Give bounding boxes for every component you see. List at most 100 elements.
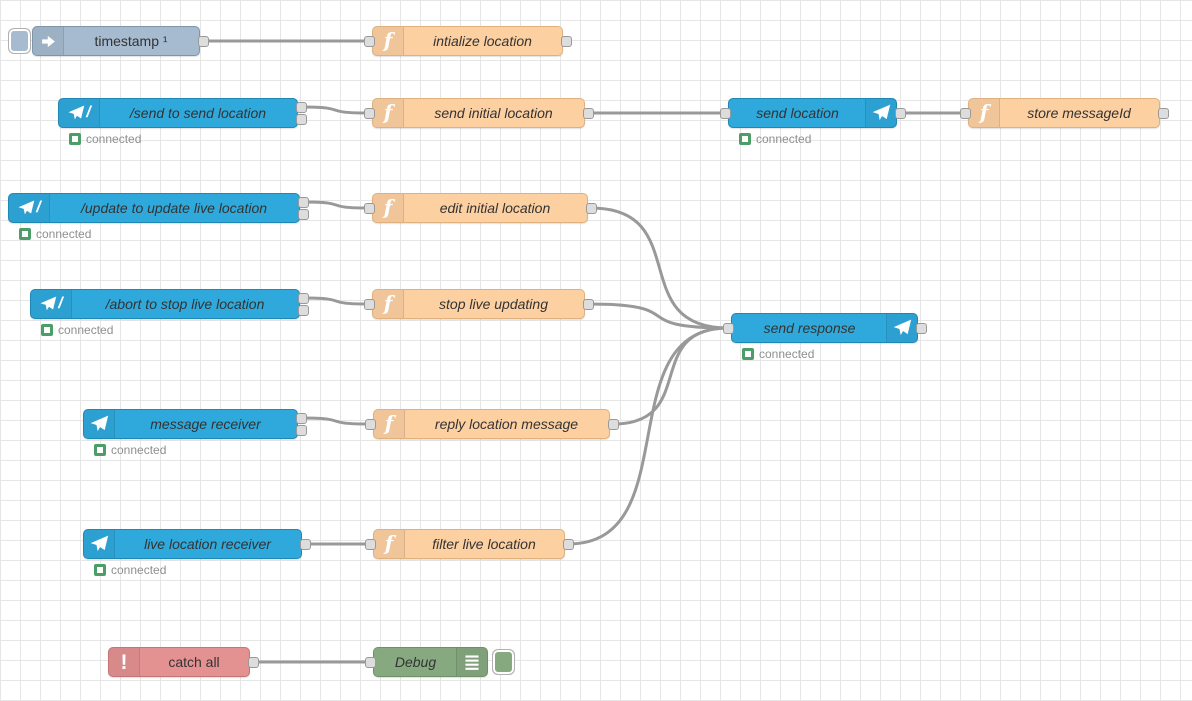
port-input[interactable] bbox=[363, 107, 375, 119]
node-label: store messageId bbox=[1027, 105, 1131, 121]
status-indicator: connected bbox=[69, 132, 141, 146]
port-input[interactable] bbox=[363, 35, 375, 47]
port-output[interactable] bbox=[1157, 107, 1169, 119]
node-label: /send to send location bbox=[129, 105, 267, 121]
status-text: connected bbox=[111, 563, 167, 577]
port-output[interactable] bbox=[915, 322, 927, 334]
inject-trigger-button[interactable] bbox=[8, 28, 31, 54]
port-input[interactable] bbox=[364, 538, 376, 550]
port-input[interactable] bbox=[364, 656, 376, 668]
debug-list-icon bbox=[456, 648, 487, 676]
node-label: catch all bbox=[168, 654, 220, 670]
port-input[interactable] bbox=[364, 418, 376, 430]
port-output[interactable] bbox=[295, 113, 307, 125]
telegram-plane-slash-icon: / bbox=[31, 290, 72, 318]
node-store-messageid[interactable]: f store messageId bbox=[959, 98, 1169, 128]
node-label: send location bbox=[756, 105, 839, 121]
node-cmd-send[interactable]: / /send to send location bbox=[58, 98, 307, 128]
port-output[interactable] bbox=[295, 424, 307, 436]
port-input[interactable] bbox=[363, 298, 375, 310]
status-text: connected bbox=[58, 323, 114, 337]
port-output[interactable] bbox=[297, 292, 309, 304]
node-label: /update to update live location bbox=[80, 200, 268, 216]
node-label: edit initial location bbox=[439, 200, 551, 216]
port-output[interactable] bbox=[582, 107, 594, 119]
wire[interactable] bbox=[611, 326, 730, 426]
wire[interactable] bbox=[301, 296, 371, 306]
status-indicator: connected bbox=[94, 443, 166, 457]
node-label: message receiver bbox=[150, 416, 261, 432]
port-output[interactable] bbox=[299, 538, 311, 550]
port-output[interactable] bbox=[585, 202, 597, 214]
wire[interactable] bbox=[299, 416, 372, 426]
node-label: intialize location bbox=[433, 33, 532, 49]
wire[interactable] bbox=[299, 105, 371, 115]
status-indicator: connected bbox=[94, 563, 166, 577]
wire[interactable] bbox=[586, 302, 730, 330]
debug-toggle-button[interactable] bbox=[492, 649, 515, 675]
port-output[interactable] bbox=[607, 418, 619, 430]
wire[interactable] bbox=[566, 326, 730, 546]
node-edit-initial[interactable]: f edit initial location bbox=[363, 193, 597, 223]
wire[interactable] bbox=[589, 206, 730, 330]
port-input[interactable] bbox=[363, 202, 375, 214]
exclamation-icon: ! bbox=[109, 648, 140, 676]
function-f-icon: f bbox=[373, 290, 404, 318]
port-output[interactable] bbox=[247, 656, 259, 668]
node-reply-location[interactable]: f reply location message bbox=[364, 409, 619, 439]
port-input[interactable] bbox=[719, 107, 731, 119]
node-live-receiver[interactable]: live location receiver bbox=[83, 529, 311, 559]
function-f-icon: f bbox=[374, 410, 405, 438]
status-indicator: connected bbox=[19, 227, 91, 241]
port-output[interactable] bbox=[297, 196, 309, 208]
node-timestamp[interactable]: timestamp ¹ bbox=[8, 26, 209, 56]
port-output[interactable] bbox=[297, 304, 309, 316]
status-indicator: connected bbox=[739, 132, 811, 146]
function-f-icon: f bbox=[374, 530, 405, 558]
function-f-icon: f bbox=[373, 194, 404, 222]
port-output[interactable] bbox=[297, 208, 309, 220]
status-ring-icon bbox=[94, 564, 106, 576]
port-output[interactable] bbox=[197, 35, 209, 47]
status-text: connected bbox=[756, 132, 812, 146]
port-input[interactable] bbox=[722, 322, 734, 334]
function-f-icon: f bbox=[969, 99, 1000, 127]
node-cmd-abort[interactable]: //abort to stop live location bbox=[30, 289, 309, 319]
node-stop-live[interactable]: f stop live updating bbox=[363, 289, 594, 319]
status-indicator: connected bbox=[41, 323, 113, 337]
node-label: live location receiver bbox=[144, 536, 271, 552]
status-ring-icon bbox=[69, 133, 81, 145]
status-text: connected bbox=[36, 227, 92, 241]
port-output[interactable] bbox=[295, 101, 307, 113]
node-send-initial[interactable]: f send initial location bbox=[363, 98, 594, 128]
node-message-receiver[interactable]: message receiver bbox=[83, 409, 307, 439]
port-output[interactable] bbox=[295, 412, 307, 424]
telegram-plane-slash-icon: / bbox=[59, 99, 100, 127]
function-f-icon: f bbox=[373, 99, 404, 127]
status-text: connected bbox=[759, 347, 815, 361]
node-send-location[interactable]: send location bbox=[719, 98, 906, 128]
port-output[interactable] bbox=[582, 298, 594, 310]
node-label: send initial location bbox=[434, 105, 553, 121]
wire[interactable] bbox=[301, 200, 371, 210]
node-catch-all[interactable]: ! catch all bbox=[108, 647, 259, 677]
node-label: reply location message bbox=[434, 416, 579, 432]
node-debug[interactable]: Debug bbox=[364, 647, 515, 677]
port-output[interactable] bbox=[562, 538, 574, 550]
node-cmd-update[interactable]: / /update to update live location bbox=[8, 193, 309, 223]
telegram-plane-icon bbox=[84, 410, 115, 438]
telegram-plane-slash-icon: / bbox=[9, 194, 50, 222]
node-label: Debug bbox=[394, 654, 437, 670]
inject-arrow-icon bbox=[33, 27, 64, 55]
node-send-response[interactable]: send response bbox=[722, 313, 927, 343]
status-text: connected bbox=[111, 443, 167, 457]
telegram-plane-icon bbox=[886, 314, 917, 342]
node-label: stop live updating bbox=[439, 296, 548, 312]
port-output[interactable] bbox=[560, 35, 572, 47]
port-input[interactable] bbox=[959, 107, 971, 119]
port-output[interactable] bbox=[894, 107, 906, 119]
